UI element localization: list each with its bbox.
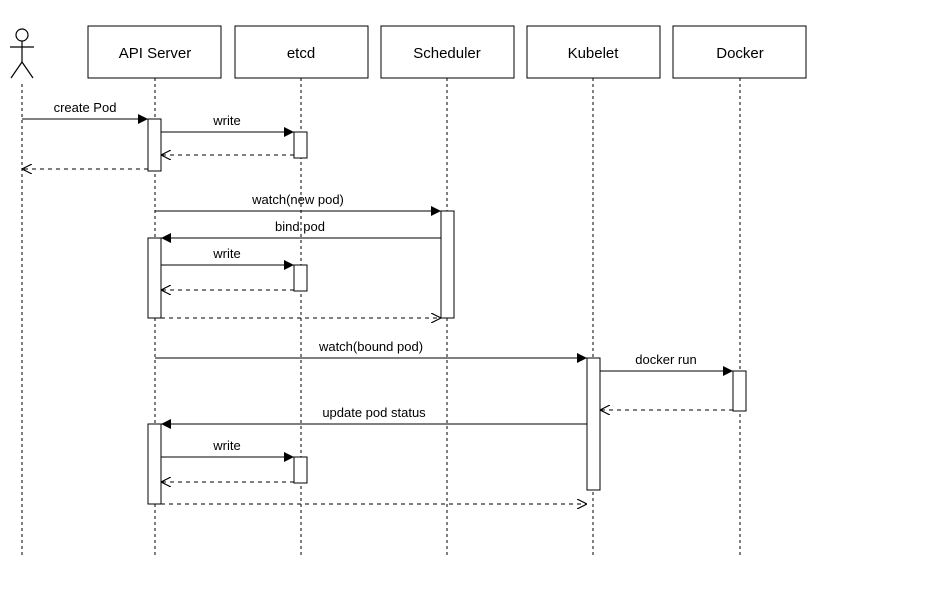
activation-bar [147,118,162,172]
message-watch-bound-pod: watch(bound pod) [155,339,587,363]
activation-bar [147,423,162,505]
message-update-pod-status: update pod status [161,405,587,429]
activation-bar [586,357,601,491]
message-write: write [161,113,294,137]
message-create-pod: create Pod [22,100,148,124]
message-label: bind pod [275,219,325,234]
message-write: write [161,438,294,462]
message-watch-new-pod: watch(new pod) [155,192,441,216]
participant-etcd: etcd [234,25,369,555]
message-bind-pod: bind pod [161,219,441,243]
participant-box [526,25,661,79]
participant-box [672,25,807,79]
activation-bar [732,370,747,412]
activation-bar [147,237,162,319]
message-docker-run: docker run [600,352,733,376]
activation-bar [293,131,308,159]
participant-box [87,25,222,79]
message-label: docker run [635,352,696,367]
messages: create Pod write watch(new pod) bind pod… [22,100,733,504]
message-write: write [161,246,294,270]
message-label: write [212,113,240,128]
participant-docker: Docker [672,25,807,555]
message-label: create Pod [54,100,117,115]
message-label: watch(new pod) [251,192,344,207]
message-label: update pod status [322,405,426,420]
message-label: write [212,438,240,453]
participant-box [380,25,515,79]
participant-api: API Server [87,25,222,555]
participant-label: etcd [287,45,315,62]
participant-label: Scheduler [413,45,481,62]
actor-user [10,28,34,555]
participant-label: Kubelet [568,45,620,62]
participant-label: Docker [716,45,764,62]
activation-bar [293,456,308,484]
message-label: watch(bound pod) [318,339,423,354]
activation-bar [293,264,308,292]
participant-label: API Server [119,45,192,62]
message-label: write [212,246,240,261]
activations [147,118,747,505]
activation-bar [440,210,455,319]
participant-scheduler: Scheduler [380,25,515,555]
stick-figure-icon [10,28,34,79]
